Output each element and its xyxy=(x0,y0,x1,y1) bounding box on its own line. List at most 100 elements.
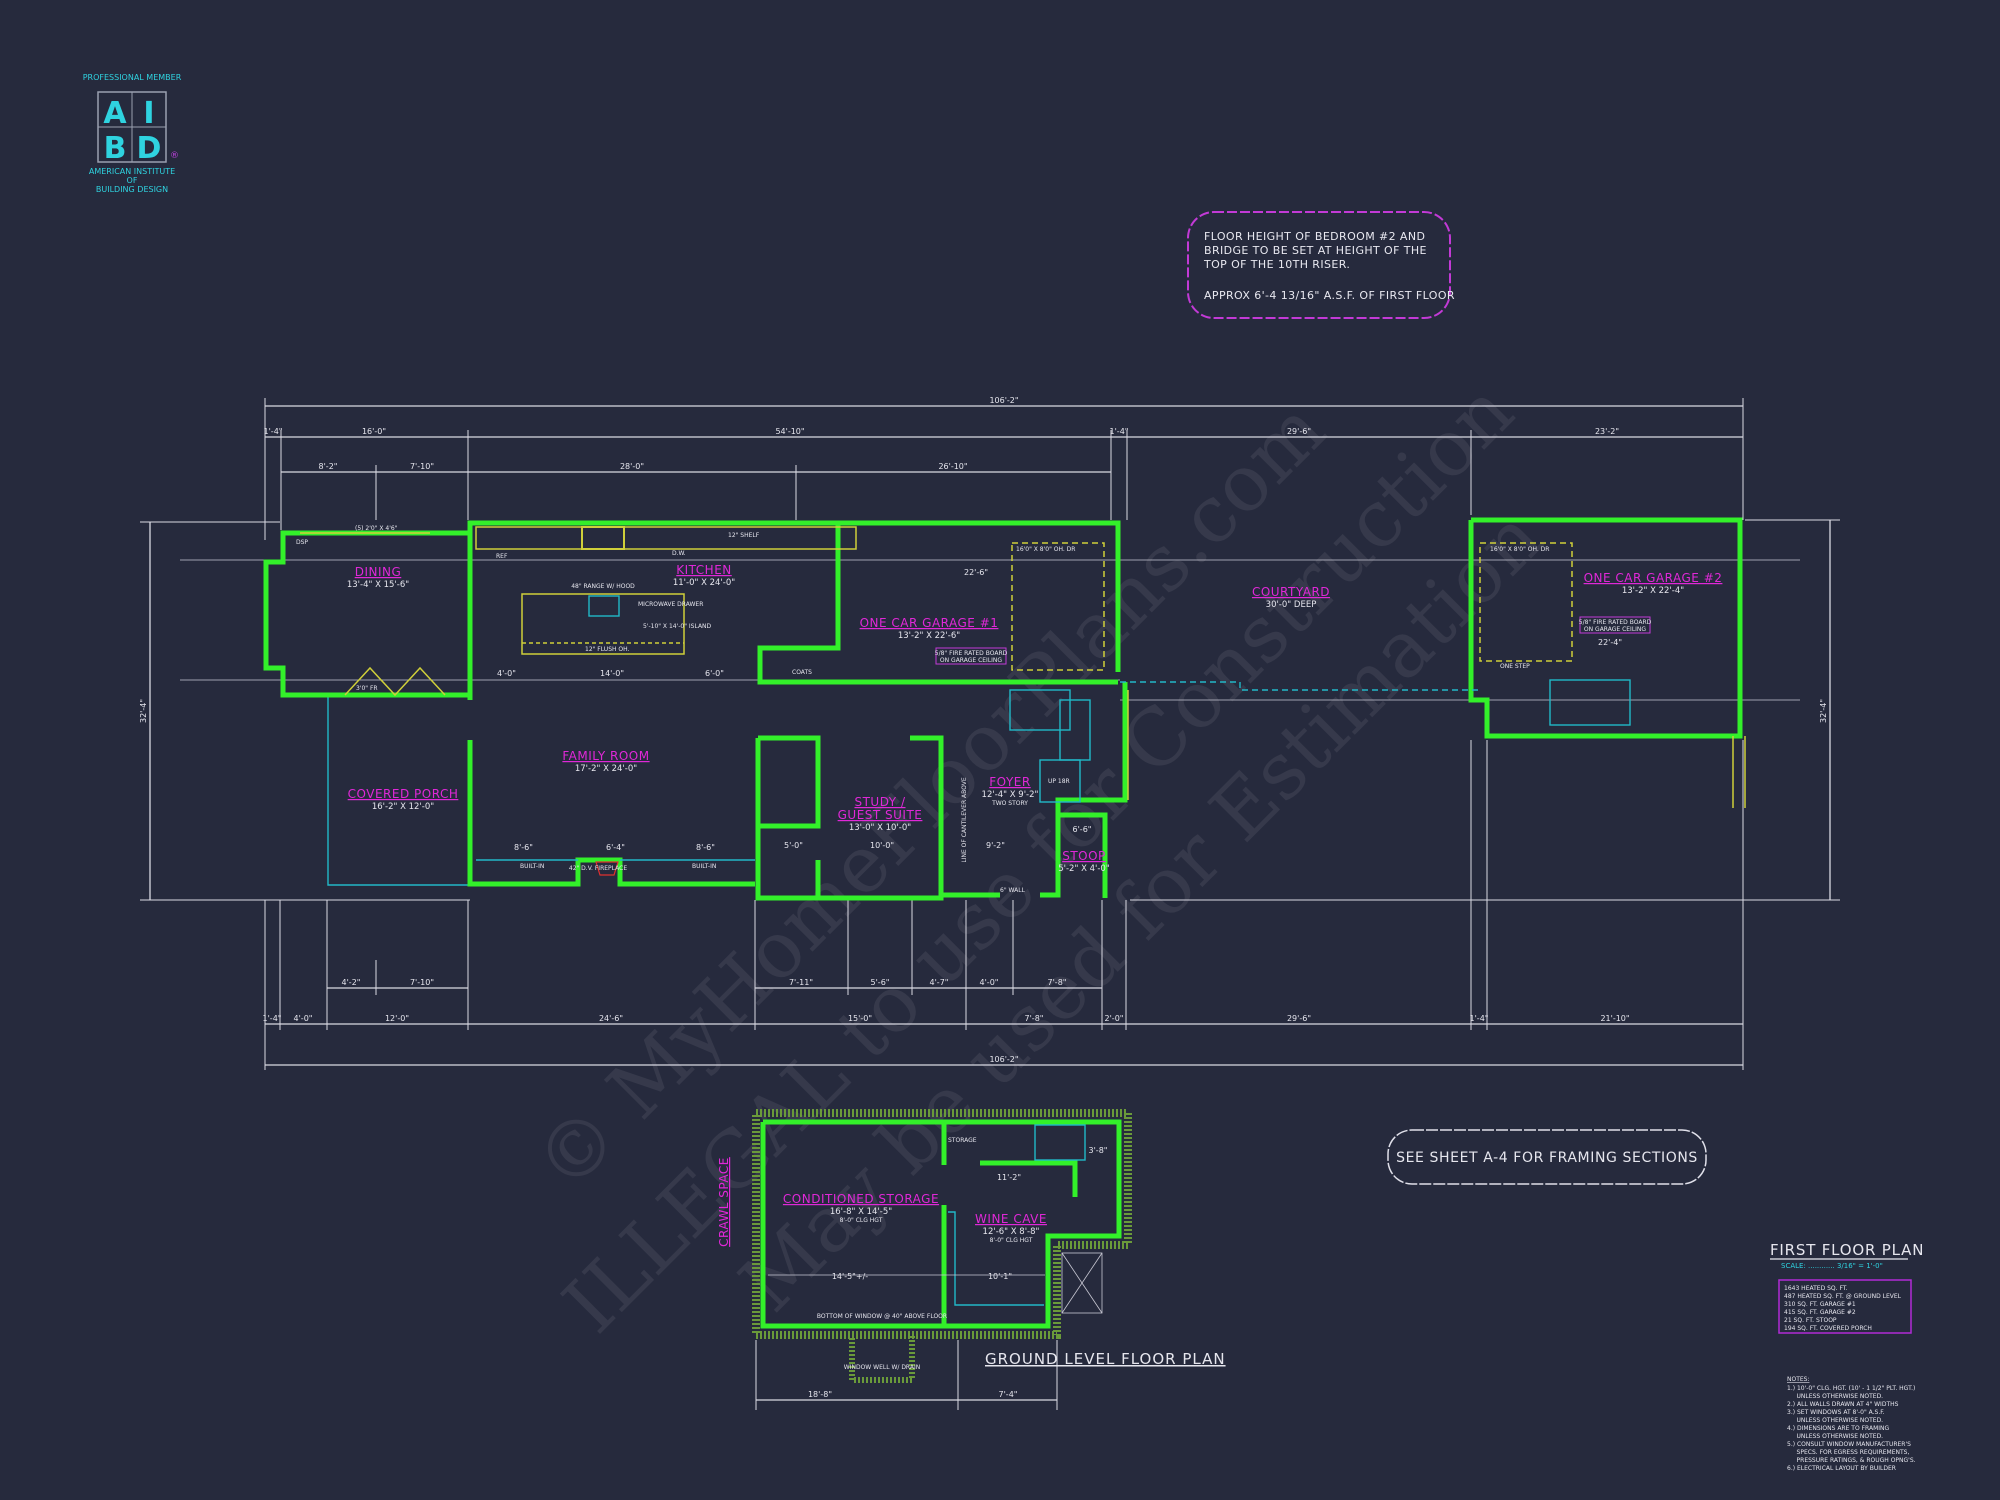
dimension-label: 9'-2" xyxy=(986,841,1005,850)
dimension-label: 7'-11" xyxy=(789,978,813,987)
title-block: FIRST FLOOR PLAN SCALE: ............ 3/1… xyxy=(1770,1241,1924,1472)
note-line: 2.) ALL WALLS DRAWN AT 4" WIDTHS xyxy=(1787,1401,1899,1408)
room-size: 13'-4" X 15'-6" xyxy=(347,580,409,590)
area-line: 21 SQ. FT. STOOP xyxy=(1784,1317,1837,1324)
room-wine-cave: WINE CAVE xyxy=(975,1212,1047,1226)
area-line: 487 HEATED SQ. FT. @ GROUND LEVEL xyxy=(1784,1293,1902,1300)
scale-label: SCALE: ............ 3/16" = 1'-0" xyxy=(1781,1262,1883,1270)
logo-letter: A xyxy=(103,96,127,131)
dimension-label: 32'-4" xyxy=(139,699,148,723)
dimension-label: 8'-2" xyxy=(319,462,338,471)
room-sub: 8'-0" CLG HGT xyxy=(990,1237,1033,1244)
note-line: 4.) DIMENSIONS ARE TO FRAMING xyxy=(1787,1425,1890,1432)
aibd-logo: PROFESSIONAL MEMBER A I B D ® AMERICAN I… xyxy=(83,73,182,194)
dimension-label: 4'-0" xyxy=(497,669,516,678)
area-line: 415 SQ. FT. GARAGE #2 xyxy=(1784,1309,1856,1316)
callout-line: BRIDGE TO BE SET AT HEIGHT OF THE xyxy=(1204,244,1427,257)
fire-board-note: 5/8" FIRE RATED BOARD xyxy=(935,650,1008,657)
callout-line: TOP OF THE 10TH RISER. xyxy=(1203,258,1350,271)
room-family: FAMILY ROOM xyxy=(562,749,649,763)
dimension-label: 24'-6" xyxy=(599,1014,623,1023)
logo-bottom-text: BUILDING DESIGN xyxy=(96,185,168,194)
note-line: 3.) SET WINDOWS AT 8'-0" A.S.F. xyxy=(1787,1409,1885,1416)
dimension-label: 1'-4" xyxy=(1110,427,1129,436)
wall-label: 6" WALL xyxy=(1000,887,1026,894)
dimension-label: 54'-10" xyxy=(775,427,804,436)
door-label: 3'0" FR xyxy=(356,685,378,692)
ground-plan-title: GROUND LEVEL FLOOR PLAN xyxy=(985,1350,1226,1368)
note-line: SPECS. FOR EGRESS REQUIREMENTS, xyxy=(1787,1449,1909,1456)
area-line: 194 SQ. FT. COVERED PORCH xyxy=(1784,1325,1872,1332)
microwave-label: MICROWAVE DRAWER xyxy=(638,601,703,608)
step-label: ONE STEP xyxy=(1500,663,1530,670)
dw-label: D.W. xyxy=(672,550,686,557)
island-label: 5'-10" X 14'-0" ISLAND xyxy=(643,623,712,630)
window-bottom-label: BOTTOM OF WINDOW @ 40" ABOVE FLOOR xyxy=(817,1313,947,1320)
dimension-label: 1'-4" xyxy=(1470,1014,1489,1023)
notes-title: NOTES: xyxy=(1787,1376,1810,1383)
dimension-label: 7'-10" xyxy=(410,462,434,471)
window-well-label: WINDOW WELL W/ DRAIN xyxy=(844,1364,920,1371)
stair-label: UP 18R xyxy=(1048,778,1070,785)
note-line: 5.) CONSULT WINDOW MANUFACTURER'S xyxy=(1787,1441,1911,1448)
storage-label: STORAGE xyxy=(948,1137,977,1144)
notes-list: 1.) 10'-0" CLG. HGT. (10' - 1 1/2" PLT. … xyxy=(1787,1385,1916,1472)
dimension-label: 106'-2" xyxy=(989,1055,1018,1064)
room-courtyard: COURTYARD xyxy=(1252,585,1330,599)
dimension-label: 16'-0" xyxy=(362,427,386,436)
dimension-label: 7'-8" xyxy=(1025,1014,1044,1023)
fireplace-label: 42" D.V. FIREPLACE xyxy=(569,865,627,872)
side-dimensions: 32'-4" 32'-4" xyxy=(139,519,1840,901)
room-size: 13'-2" X 22'-6" xyxy=(898,631,960,641)
room-dining: DINING xyxy=(355,565,402,579)
sheet-title: FIRST FLOOR PLAN xyxy=(1770,1241,1924,1259)
dimension-label: 18'-8" xyxy=(808,1390,832,1399)
dimension-label: 2'-0" xyxy=(1105,1014,1124,1023)
room-foyer: FOYER xyxy=(989,775,1030,789)
dimension-label: 4'-7" xyxy=(930,978,949,987)
room-size: 12'-4" X 9'-2" xyxy=(982,790,1039,800)
room-size: 13'-2" X 22'-4" xyxy=(1622,586,1684,596)
watermark-text: ILLEGAL to use for Construction xyxy=(547,366,1531,1350)
callout-line: FLOOR HEIGHT OF BEDROOM #2 AND xyxy=(1204,230,1425,243)
dimension-label: 10'-1" xyxy=(988,1272,1012,1281)
room-garage-1: ONE CAR GARAGE #1 xyxy=(860,616,999,630)
cantilever-label: LINE OF CANTILEVER ABOVE xyxy=(961,777,968,863)
room-sub: 8'-0" CLG HGT xyxy=(840,1217,883,1224)
logo-letter: D xyxy=(137,131,162,166)
area-line: 310 SQ. FT. GARAGE #1 xyxy=(1784,1301,1856,1308)
callout-cloud-note: FLOOR HEIGHT OF BEDROOM #2 AND BRIDGE TO… xyxy=(1187,211,1455,319)
dimension-label: 1'-4" xyxy=(264,427,283,436)
dimension-label: 8'-6" xyxy=(514,843,533,852)
room-garage-2: ONE CAR GARAGE #2 xyxy=(1584,571,1723,585)
see-sheet-cloud: SEE SHEET A-4 FOR FRAMING SECTIONS xyxy=(1387,1129,1707,1185)
room-stoop: STOOP xyxy=(1062,849,1106,863)
shelf-label: 12" SHELF xyxy=(728,532,760,539)
note-line: 1.) 10'-0" CLG. HGT. (10' - 1 1/2" PLT. … xyxy=(1787,1385,1915,1392)
dimension-label: 21'-10" xyxy=(1600,1014,1629,1023)
area-line: 1643 HEATED SQ. FT. xyxy=(1784,1285,1848,1292)
logo-bottom-text: AMERICAN INSTITUTE xyxy=(89,167,175,176)
dimension-label: 5'-6" xyxy=(871,978,890,987)
dimension-label: 4'-0" xyxy=(980,978,999,987)
dimension-label: 10'-0" xyxy=(870,841,894,850)
dimension-label: 29'-6" xyxy=(1287,427,1311,436)
registered-mark: ® xyxy=(170,151,179,161)
fire-board-note: ON GARAGE CEILING xyxy=(1584,626,1646,633)
dimension-label: 14'-5"+/- xyxy=(832,1272,868,1281)
dimension-label: 4'-0" xyxy=(294,1014,313,1023)
room-sub: TWO STORY xyxy=(991,800,1028,807)
see-sheet-text: SEE SHEET A-4 FOR FRAMING SECTIONS xyxy=(1396,1150,1698,1166)
dimension-label: 1'-4" xyxy=(263,1014,282,1023)
dimension-label: 26'-10" xyxy=(938,462,967,471)
window-label: (5) 2'0" X 4'6" xyxy=(355,525,398,532)
fire-board-note: ON GARAGE CEILING xyxy=(940,657,1002,664)
room-size: 17'-2" X 24'-0" xyxy=(575,764,637,774)
room-size: 16'-2" X 12'-0" xyxy=(372,802,434,812)
note-line: UNLESS OTHERWISE NOTED. xyxy=(1787,1433,1883,1440)
dimension-label: 22'-6" xyxy=(964,568,988,577)
logo-top-text: PROFESSIONAL MEMBER xyxy=(83,73,182,82)
dimension-label: 12'-0" xyxy=(385,1014,409,1023)
watermark: © MyHomeFloorPlans.com ILLEGAL to use fo… xyxy=(518,366,1559,1350)
